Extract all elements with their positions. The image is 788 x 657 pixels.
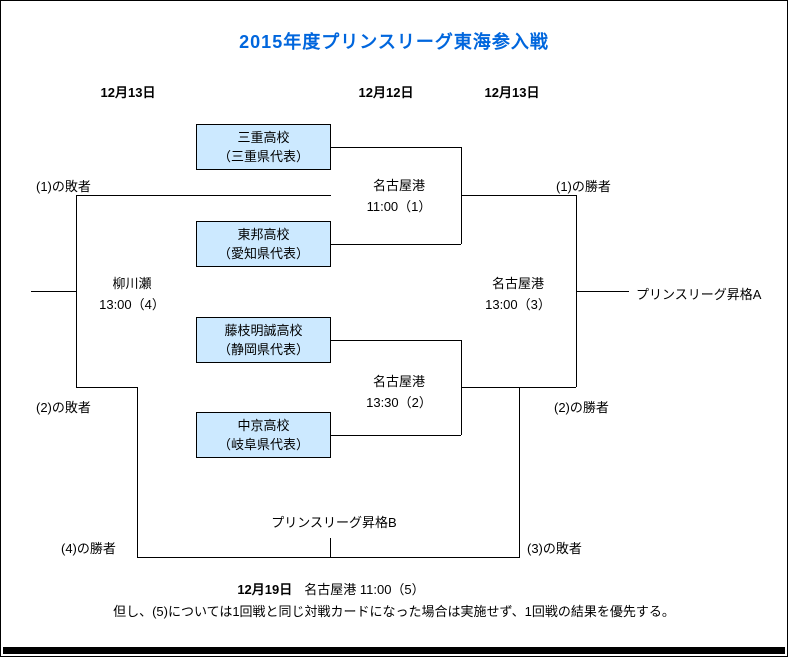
team-prefecture: （三重県代表）: [217, 149, 309, 164]
team-box-chukyo: 中京高校 （岐阜県代表）: [196, 412, 331, 458]
bracket-stub-promotion-b: [330, 538, 331, 557]
bracket-line-team3: [331, 340, 461, 341]
team-prefecture: （愛知県代表）: [217, 246, 309, 261]
bracket-line-team4: [331, 435, 461, 436]
match4-venue: 柳川瀬: [112, 276, 152, 291]
match1-time: 11:00（1）: [366, 199, 432, 214]
date-header-round1: 12月12日: [358, 85, 414, 100]
match5-venue-time: 名古屋港 11:00（5）: [304, 582, 425, 597]
label-promotion-a: プリンスリーグ昇格A: [636, 287, 762, 302]
match4-time: 13:00（4）: [99, 297, 165, 312]
date-header-round4: 12月13日: [100, 85, 156, 100]
label-loser-of-2: (2)の敗者: [36, 400, 91, 415]
match2-label: 名古屋港 13:30（2）: [344, 371, 454, 413]
match3-time: 13:00（3）: [485, 297, 551, 312]
label-loser-of-1: (1)の敗者: [36, 179, 91, 194]
team-name: 三重高校: [237, 130, 290, 145]
label-promotion-b: プリンスリーグ昇格B: [271, 515, 397, 530]
match1-label: 名古屋港 11:00（1）: [344, 175, 454, 217]
label-winner-of-4: (4)の勝者: [61, 541, 116, 556]
bracket-drop-loser3: [519, 387, 520, 557]
bottom-border-bar: [3, 647, 785, 654]
match2-venue: 名古屋港: [372, 374, 425, 389]
bracket-line-match2-winner: [461, 387, 576, 388]
date-header-final: 12月13日: [484, 85, 540, 100]
team-name: 藤枝明誠高校: [224, 323, 303, 338]
page-title: 2015年度プリンスリーグ東海参入戦: [239, 32, 549, 52]
match5-date: 12月19日: [237, 582, 293, 597]
team-prefecture: （岐阜県代表）: [217, 437, 309, 452]
match3-venue: 名古屋港: [491, 276, 544, 291]
bracket-drop-winner4: [137, 387, 138, 557]
bracket-join-match5: [137, 557, 520, 558]
footnote: 但し、(5)については1回戦と同じ対戦カードになった場合は実施せず、1回戦の結果…: [113, 604, 675, 619]
bracket-line-match4-output: [31, 291, 76, 292]
label-winner-of-2: (2)の勝者: [554, 400, 609, 415]
label-loser-of-3: (3)の敗者: [527, 541, 582, 556]
team-box-mie: 三重高校 （三重県代表）: [196, 124, 331, 170]
match5-label: 12月19日名古屋港 11:00（5）: [131, 579, 531, 598]
team-name: 中京高校: [237, 418, 290, 433]
match3-label: 名古屋港 13:00（3）: [463, 273, 573, 315]
team-prefecture: （静岡県代表）: [217, 342, 309, 357]
bracket-line-match1-winner: [461, 195, 576, 196]
bracket-line-match3-winner: [576, 291, 629, 292]
match1-venue: 名古屋港: [372, 178, 425, 193]
bracket-line-loser1-entry: [76, 195, 331, 196]
match4-label: 柳川瀬 13:00（4）: [77, 273, 187, 315]
label-winner-of-1: (1)の勝者: [556, 179, 611, 194]
bracket-join-match4: [76, 195, 77, 387]
team-box-toho: 東邦高校 （愛知県代表）: [196, 221, 331, 267]
bracket-line-loser2-entry: [76, 387, 137, 388]
team-name: 東邦高校: [237, 227, 290, 242]
team-box-fujieda-meisei: 藤枝明誠高校 （静岡県代表）: [196, 317, 331, 363]
match2-time: 13:30（2）: [366, 395, 432, 410]
bracket-line-team2: [331, 244, 461, 245]
bracket-line-team1: [331, 147, 461, 148]
